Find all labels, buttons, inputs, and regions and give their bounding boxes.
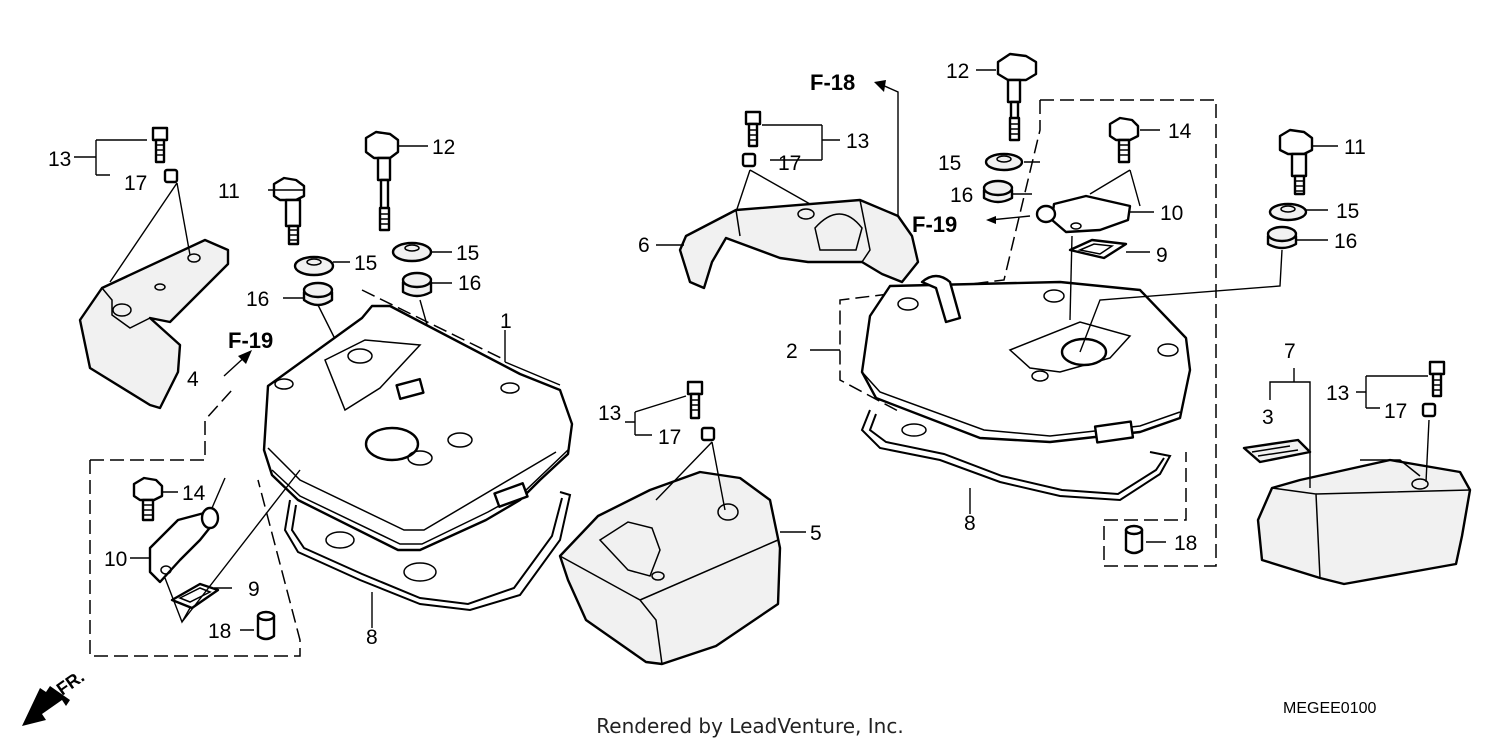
label-11-left: 11	[218, 180, 240, 203]
label-17-top: 17	[778, 152, 801, 175]
breather-joint-10-right[interactable]	[1035, 194, 1132, 234]
washer-15-left-a[interactable]	[293, 255, 335, 277]
washer-15-left-b[interactable]	[391, 241, 433, 263]
label-7: 7	[1284, 340, 1296, 363]
ref-f19-left[interactable]: F-19	[228, 328, 273, 353]
label-15-right-a: 15	[938, 152, 961, 175]
label-17-right: 17	[1384, 400, 1407, 423]
label-15-left-b: 15	[456, 242, 479, 265]
dowel-18-left[interactable]	[256, 610, 276, 641]
gasket-9-right[interactable]	[1068, 238, 1128, 260]
label-18-left: 18	[208, 620, 231, 643]
label-13-center: 13	[598, 402, 621, 425]
front-direction-arrow	[22, 686, 70, 726]
bolt-13-top[interactable]	[741, 110, 762, 168]
label-16-left-b: 16	[458, 272, 481, 295]
rubber-3[interactable]	[1242, 438, 1312, 464]
diagram-code: MEGEE0100	[1283, 700, 1377, 717]
label-13-top: 13	[846, 130, 869, 153]
label-4: 4	[187, 368, 199, 391]
grommet-16-right-b[interactable]	[1266, 225, 1298, 250]
cover-7[interactable]	[1256, 458, 1472, 586]
bolt-14-left[interactable]	[132, 476, 164, 522]
label-5: 5	[810, 522, 822, 545]
label-13-left: 13	[48, 148, 71, 171]
head-cover-1[interactable]	[262, 304, 574, 552]
label-10-left: 10	[104, 548, 127, 571]
bolt-13-left[interactable]	[151, 126, 179, 184]
bolt-12-left[interactable]	[364, 130, 400, 232]
bolt-13-center[interactable]	[686, 380, 716, 442]
grommet-16-left-b[interactable]	[401, 271, 433, 298]
bolt-13-right[interactable]	[1421, 360, 1446, 418]
gasket-8-left[interactable]	[283, 491, 572, 612]
label-16-right-b: 16	[1334, 230, 1357, 253]
bolt-14-right[interactable]	[1108, 116, 1140, 164]
label-9-left: 9	[248, 578, 260, 601]
grommet-16-right-a[interactable]	[982, 179, 1014, 204]
label-13-right: 13	[1326, 382, 1349, 405]
heat-shield-left[interactable]	[78, 238, 230, 410]
label-14-left: 14	[182, 482, 206, 505]
footer-credit: Rendered by LeadVenture, Inc.	[596, 714, 904, 738]
label-18-right: 18	[1174, 532, 1197, 555]
label-16-left-a: 16	[246, 288, 269, 311]
gasket-8-right[interactable]	[860, 409, 1172, 502]
label-12-right: 12	[946, 60, 969, 83]
label-2: 2	[786, 340, 798, 363]
label-8-left: 8	[366, 626, 378, 649]
label-14-right: 14	[1168, 120, 1192, 143]
washer-15-right-a[interactable]	[984, 152, 1024, 172]
grommet-16-left-a[interactable]	[302, 281, 334, 307]
label-1: 1	[500, 310, 512, 333]
label-12-left: 12	[432, 136, 455, 159]
bolt-12-right[interactable]	[996, 52, 1038, 142]
label-8-right: 8	[964, 512, 976, 535]
label-11-right: 11	[1344, 136, 1366, 159]
cover-5[interactable]	[558, 470, 782, 666]
ref-f18[interactable]: F-18	[810, 70, 855, 95]
label-6: 6	[638, 234, 650, 257]
label-17-center: 17	[658, 426, 681, 449]
washer-15-right-b[interactable]	[1268, 202, 1308, 222]
label-3: 3	[1262, 406, 1274, 429]
breather-joint-10-left[interactable]	[148, 506, 220, 584]
label-17-left: 17	[124, 172, 147, 195]
head-cover-2[interactable]	[860, 274, 1192, 444]
label-15-right-b: 15	[1336, 200, 1359, 223]
dowel-18-right[interactable]	[1124, 524, 1144, 555]
label-10-right: 10	[1160, 202, 1183, 225]
heat-shield-6[interactable]	[678, 198, 920, 290]
label-15-left-a: 15	[354, 252, 377, 275]
bolt-11-left[interactable]	[272, 176, 306, 246]
ref-f19-right[interactable]: F-19	[912, 212, 957, 237]
label-9-right: 9	[1156, 244, 1168, 267]
bolt-11-right[interactable]	[1278, 128, 1314, 196]
label-16-right-a: 16	[950, 184, 973, 207]
